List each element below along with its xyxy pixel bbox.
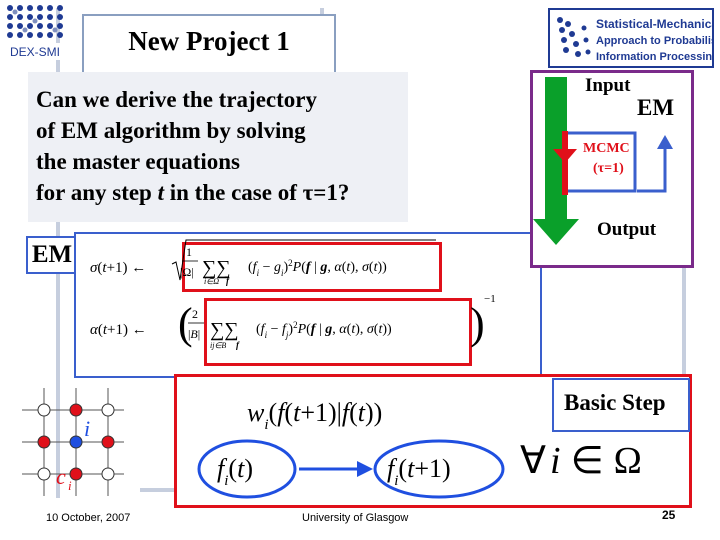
em-update-equations: σ(t+1) ← 1 |Ω| ∑∑ i∈Ω f (fi − gi)2P(f | … (90, 239, 496, 350)
question-line-3: the master equations (36, 149, 241, 174)
svg-text:|Ω|: |Ω| (180, 265, 194, 279)
dex-smi-logo-text: DEX-SMI (10, 45, 60, 59)
dex-smi-logo: DEX-SMI (2, 2, 68, 62)
question-line-4-suffix: =1? (313, 180, 350, 205)
svg-text:σ(t+1) ←: σ(t+1) ← (90, 260, 146, 276)
transition-rate-formula: wi(f(t+1)|f(t)) (247, 398, 382, 433)
question-line-4-var: t (157, 180, 164, 205)
svg-text:(fi − gi)2P(f | g, α(t), σ(t)): (fi − gi)2P(f | g, α(t), σ(t)) (248, 258, 387, 278)
footer-date: 10 October, 2007 (46, 512, 131, 524)
state-after: fi(t+1) (387, 454, 451, 489)
diagram-em-label: EM (637, 95, 675, 120)
forall-expression: ∀i∈Ω (520, 438, 642, 483)
svg-text:−1: −1 (484, 293, 496, 305)
alpha-update-highlight (204, 298, 472, 366)
svg-text:f: f (236, 340, 240, 350)
footer-venue: University of Glasgow (302, 512, 409, 524)
question-panel: Can we derive the trajectory of EM algor… (28, 72, 408, 222)
svg-text:): ) (470, 299, 485, 348)
question-line-1: Can we derive the trajectory (36, 87, 317, 112)
svg-text:2: 2 (192, 307, 198, 321)
svg-text:(fi − fj)2P(f | g, α(t), σ(t)): (fi − fj)2P(f | g, α(t), σ(t)) (256, 320, 392, 340)
mcmc-down-arrow (553, 149, 577, 163)
smapip-logo-line-1: Statistical-Mechanical (596, 17, 714, 31)
state-before: fi(t) (217, 454, 253, 489)
svg-text:i∈Ω: i∈Ω (204, 277, 219, 286)
frame-line-right (682, 120, 686, 500)
page-title: New Project 1 (128, 26, 290, 56)
question-line-4-mid: in the case of (164, 180, 303, 205)
input-output-arrow (533, 77, 579, 245)
title-box (82, 14, 336, 74)
svg-text:∑∑: ∑∑ (202, 257, 231, 279)
svg-text:(: ( (178, 299, 193, 348)
svg-text:ij∈B: ij∈B (210, 341, 226, 350)
forall-symbol: ∀ (520, 440, 546, 482)
output-label: Output (597, 219, 657, 240)
svg-text:∑∑: ∑∑ (210, 319, 239, 341)
smapip-logo-line-2: Approach to Probabilistic (596, 35, 714, 47)
svg-text:|B|: |B| (188, 327, 200, 341)
question-line-4: for any step t in the case of τ=1? (36, 177, 349, 208)
smapip-logo: Statistical-Mechanical Approach to Proba… (548, 8, 720, 68)
loop-up-arrow (657, 135, 673, 149)
set-omega: Ω (613, 440, 642, 482)
element-of-symbol: ∈ (570, 440, 604, 482)
sigma-update-highlight (182, 242, 442, 292)
smapip-logo-line-3: Information Processing (596, 51, 714, 63)
lattice-label-c-sub: i (68, 478, 72, 493)
question-line-4-prefix: for any step (36, 180, 158, 205)
svg-text:1: 1 (186, 245, 192, 259)
lattice-label-c: c (56, 464, 66, 489)
forall-var: i (550, 440, 561, 482)
em-equations-box: σ(t+1) ← 1 |Ω| ∑∑ i∈Ω f (fi − gi)2P(f | … (74, 232, 542, 378)
svg-text:f: f (226, 276, 230, 286)
em-label: EM (26, 236, 78, 274)
svg-text:α(t+1) ←: α(t+1) ← (90, 322, 147, 338)
page-number: 25 (662, 508, 676, 522)
basic-step-label-box: Basic Step (552, 378, 690, 432)
question-line-4-tau: τ (302, 180, 314, 205)
basic-step-label: Basic Step (564, 390, 666, 415)
mcmc-param: (τ=1) (593, 161, 624, 176)
em-mcmc-diagram: Input EM MCMC (τ=1) Output (530, 70, 694, 268)
input-label: Input (585, 75, 631, 96)
lattice-diagram: i c i (22, 384, 162, 514)
lattice-label-i: i (84, 416, 90, 441)
mcmc-label: MCMC (583, 141, 630, 156)
question-line-2: of EM algorithm by solving (36, 118, 306, 143)
